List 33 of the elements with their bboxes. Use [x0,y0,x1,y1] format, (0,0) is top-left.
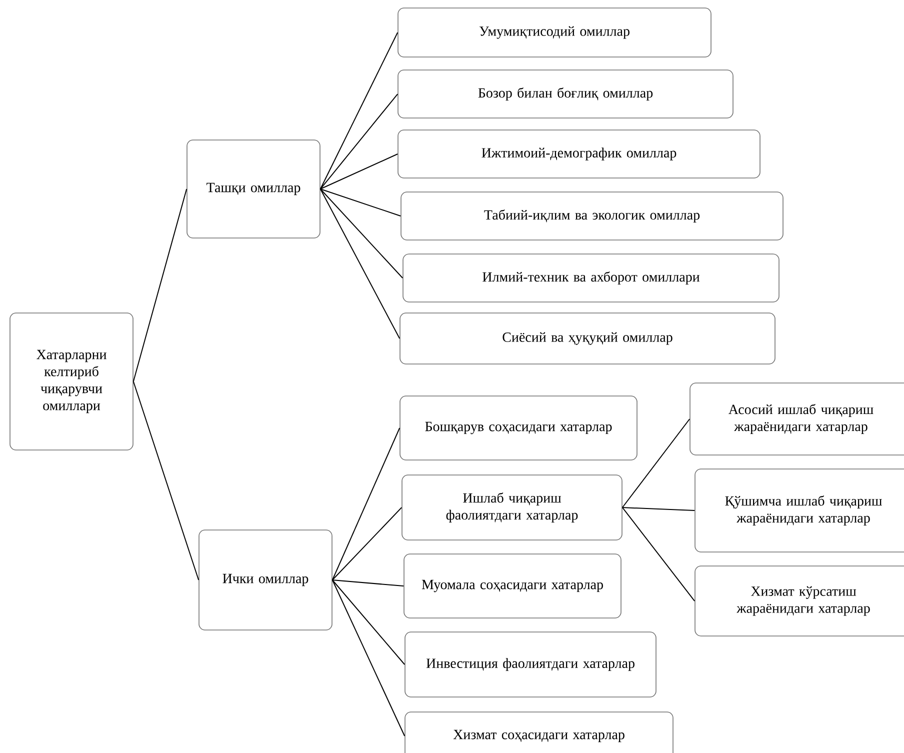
factor-box: Ишлаб чиқариш фаолиятдаги хатарлар [402,474,622,540]
branch-box: Ички омиллар [198,530,332,630]
factor-box: Қўшимча ишлаб чиқариш жараёнидаги хатарлар [694,468,904,552]
connector-line [320,94,398,190]
connector-line [132,188,188,382]
factor-box: Бошқарув соҳасидаги хатарлар [400,396,638,460]
factor-box: Ижтимоий-демографик омиллар [398,130,760,178]
connector-line [332,507,402,580]
factor-box: Сиёсий ва ҳуқуқий омиллар [400,312,776,364]
factor-box: Хизмат кўрсатиш жараёнидаги хатарлар [694,566,904,636]
connector-line [320,188,402,216]
factor-box: Хизмат соҳасидаги хатарлар [404,712,674,753]
connector-line [320,154,398,190]
factor-box: Муомала соҳасидаги хатарлар [404,554,622,618]
connector-line [332,580,404,586]
connector-line [132,381,200,580]
factor-box: Бозор билан боғлиқ омиллар [398,70,734,118]
connector-line [622,507,696,602]
connector-line [332,580,406,665]
branch-box: Ташқи омиллар [186,140,320,238]
connector-line [320,188,404,278]
factor-box: Табиий-иқлим ва экологик омиллар [400,192,784,240]
connector-line [320,32,398,190]
connector-line [332,580,406,736]
connector-line [622,507,696,511]
connector-line [320,188,400,339]
factor-box: Асосий ишлаб чиқариш жараёнидаги хатарлар [690,382,904,456]
factor-box: Инвестиция фаолиятдаги хатарлар [404,632,656,698]
root-box: Хатарларни келтириб чиқарувчи омиллари [10,312,134,450]
connector-line [332,428,400,580]
connector-line [622,418,690,508]
factor-box: Умумиқтисодий омиллар [398,8,712,58]
factor-box: Илмий-техник ва ахборот омиллари [402,254,780,302]
